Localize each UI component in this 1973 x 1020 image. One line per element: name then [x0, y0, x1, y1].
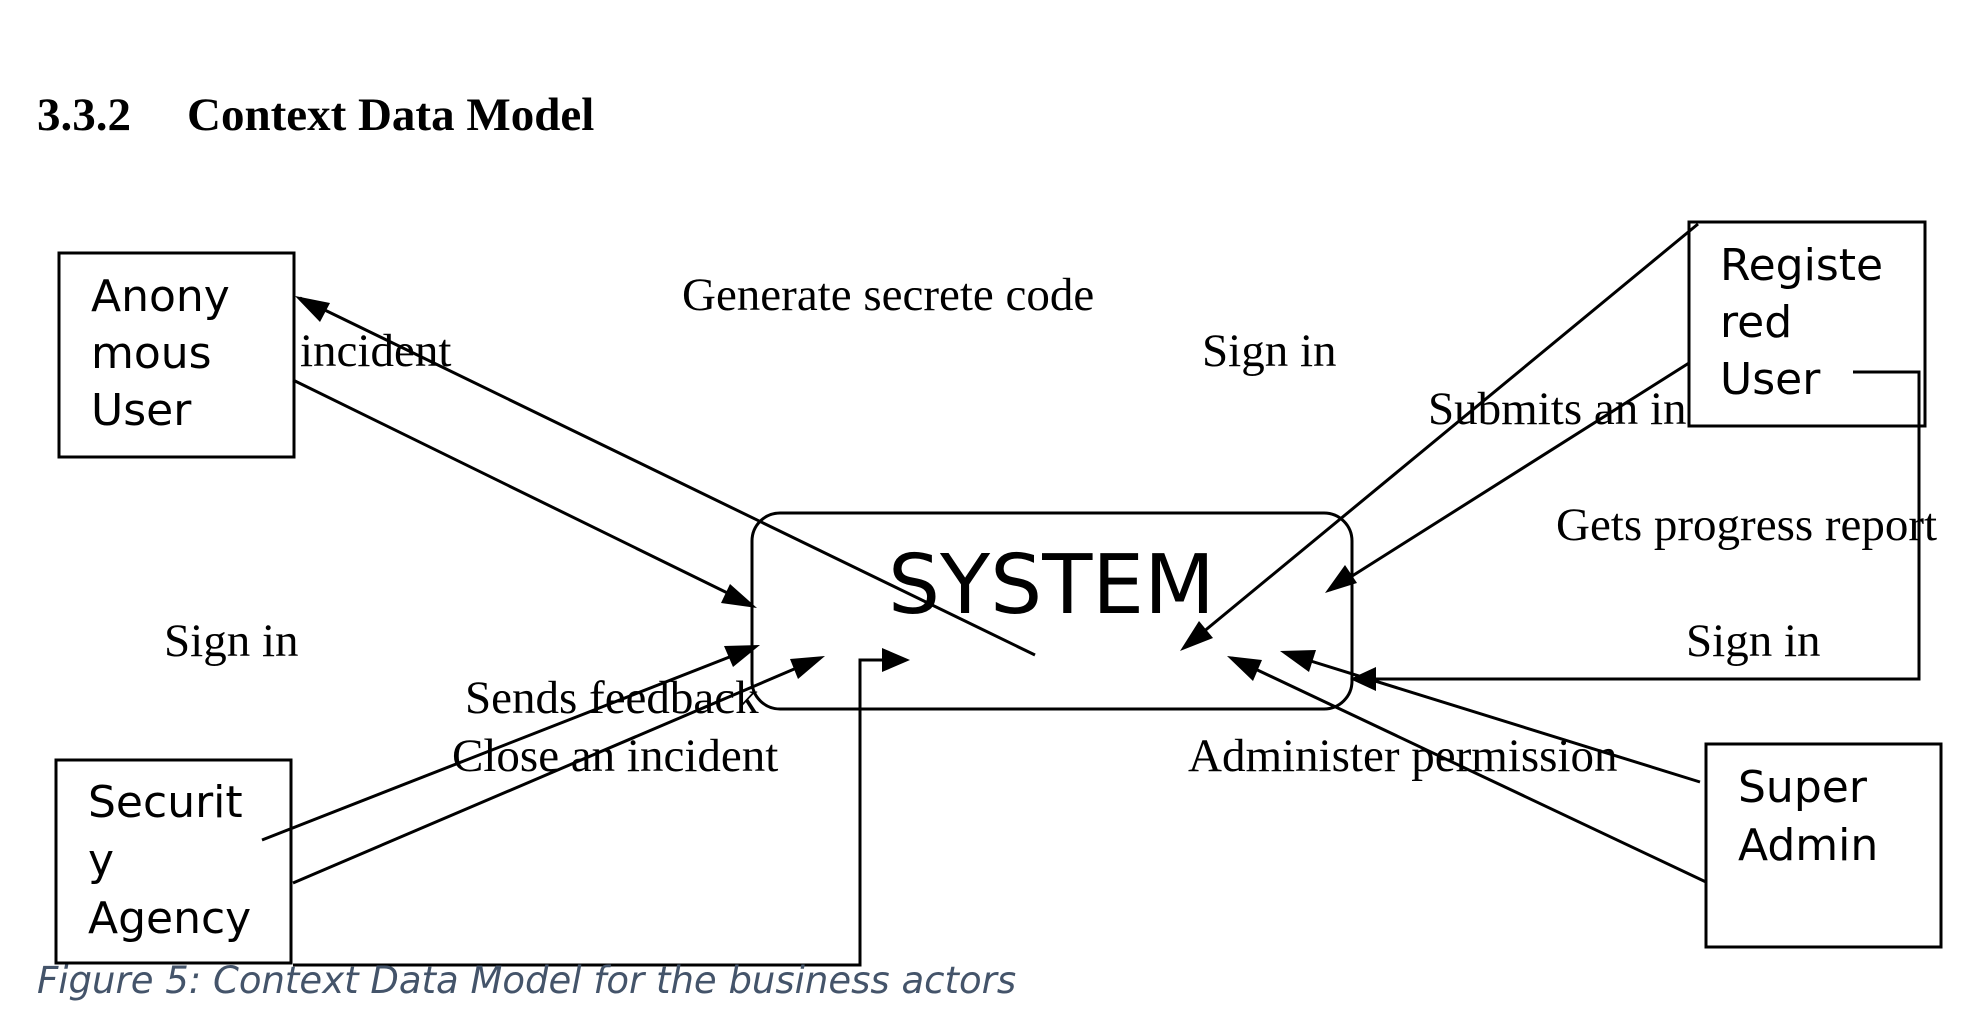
- flow-line-registered-submits: [1329, 361, 1690, 592]
- anonymous-user-box: [57, 251, 296, 459]
- flow-line-admin-permission: [1231, 656, 1707, 884]
- anonymous-user-label-line: mous: [91, 328, 212, 379]
- section-number: 3.3.2: [37, 89, 131, 141]
- flow-line-security-feedback: [292, 656, 821, 885]
- section-title: Context Data Model: [187, 89, 595, 141]
- flow-line-registered-sign-in: [1184, 222, 1699, 649]
- flow-label-submits-incident: Submits an in: [1428, 383, 1687, 435]
- flow-line-registered-progress: [1355, 370, 1921, 681]
- registered-user-label: Registe red User: [1720, 240, 1897, 405]
- security-agency-label-line: Agency: [88, 893, 251, 944]
- security-agency-label-line: Securit: [88, 777, 243, 828]
- anonymous-user-label: Anony mous User: [91, 271, 244, 436]
- security-agency-label-line: y: [88, 835, 114, 886]
- arrowhead: [1325, 565, 1357, 593]
- arrowhead: [882, 648, 910, 672]
- flow-label-sign-in-registered: Sign in: [1202, 325, 1337, 377]
- system-process-box: [750, 511, 1354, 711]
- super-admin-label-line: Super: [1738, 762, 1868, 813]
- registered-user-box: [1687, 220, 1927, 428]
- flow-label-sends-feedback: Sends feedback: [465, 672, 759, 724]
- flow-label-administer-permission: Administer permission: [1188, 730, 1618, 782]
- super-admin-box: [1704, 742, 1943, 949]
- registered-user-label-line: Registe: [1720, 240, 1883, 291]
- flow-label-progress-report: Gets progress report: [1556, 499, 1937, 551]
- flow-line-anonymous-to-system: [292, 378, 753, 607]
- security-agency-label: Securit y Agency: [88, 777, 257, 944]
- registered-user-label-line: red: [1720, 297, 1792, 348]
- super-admin-label-line: Admin: [1738, 820, 1878, 871]
- arrowhead: [1227, 656, 1262, 681]
- flow-label-close-incident: Close an incident: [452, 730, 778, 782]
- arrowhead: [1350, 667, 1376, 691]
- flow-label-sign-in-left: Sign in: [164, 615, 299, 667]
- system-label: SYSTEM: [888, 538, 1215, 633]
- arrowhead: [724, 645, 760, 667]
- arrowhead: [721, 584, 757, 608]
- arrowhead: [295, 296, 330, 322]
- figure-caption: Figure 5: Context Data Model for the bus…: [37, 959, 1017, 1002]
- flow-label-sign-in-right: Sign in: [1686, 615, 1821, 667]
- arrowheads: [295, 296, 1376, 691]
- security-agency-box: [54, 758, 293, 965]
- super-admin-label: Super Admin: [1738, 762, 1881, 871]
- flow-line-admin-sign-in: [1284, 651, 1701, 784]
- flow-line-security-sign-in: [261, 645, 756, 842]
- arrowhead: [790, 656, 825, 679]
- flow-label-anon-incident: incident: [300, 325, 451, 377]
- section-heading: 3.3.2 Context Data Model: [37, 92, 594, 139]
- arrowhead: [1180, 621, 1213, 651]
- registered-user-label-line: User: [1720, 354, 1821, 405]
- flow-label-generate-code: Generate secrete code: [682, 269, 1094, 321]
- anonymous-user-label-line: User: [91, 385, 192, 436]
- arrowhead: [1280, 650, 1316, 672]
- flow-line-system-to-anonymous: [299, 296, 1036, 657]
- anonymous-user-label-line: Anony: [91, 271, 230, 322]
